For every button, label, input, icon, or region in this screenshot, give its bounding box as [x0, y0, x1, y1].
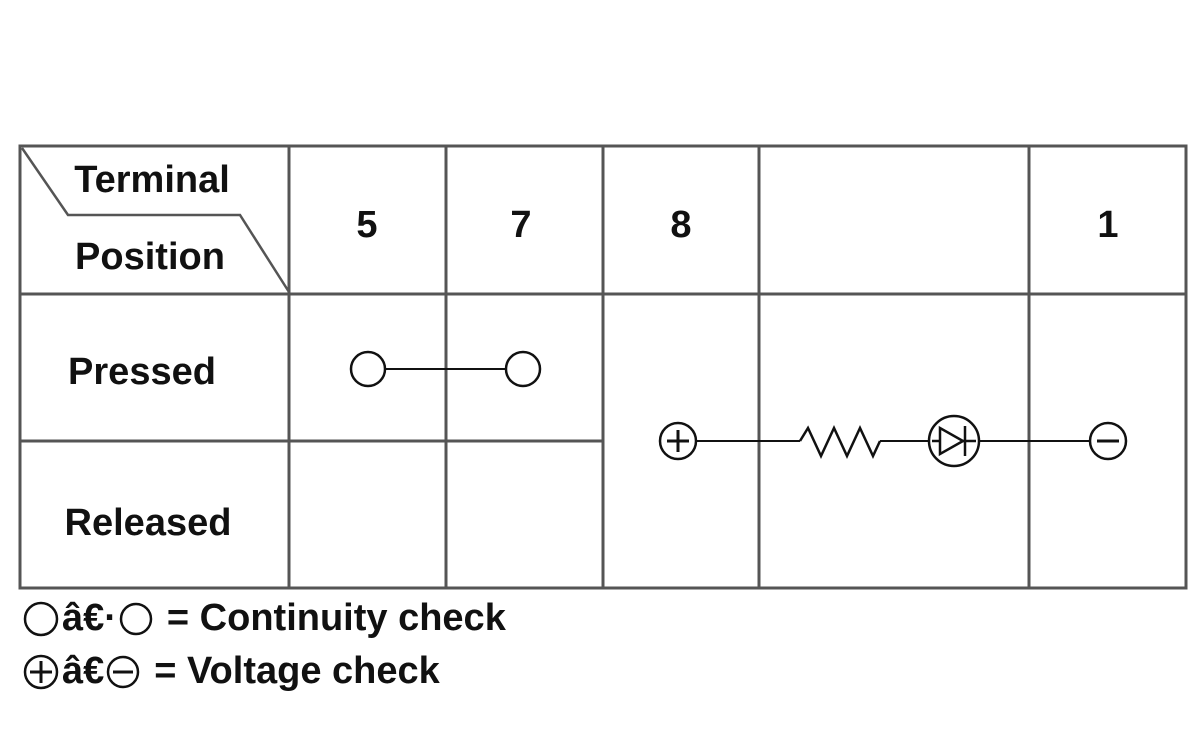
continuity-circle-7-icon: [504, 350, 542, 388]
continuity-connection: [349, 350, 542, 388]
terminal-table: Terminal Position 5 7 8 1 Pressed Releas…: [18, 144, 1188, 590]
row-label-released: Released: [65, 502, 232, 544]
header-terminal-label: Terminal: [74, 159, 230, 201]
terminal-label-1: 1: [1097, 204, 1118, 246]
plus-terminal-icon: [658, 421, 698, 461]
continuity-circle-5-icon: [349, 350, 387, 388]
led-icon: [927, 414, 981, 468]
continuity-open-circle-icon: [23, 601, 59, 636]
legend-voltage-glyphs: â€: [62, 650, 105, 692]
legend-continuity-text: = Continuity check: [166, 597, 506, 639]
table-grid: [18, 144, 1188, 590]
row-label-pressed: Pressed: [68, 351, 216, 393]
terminal-label-5: 5: [356, 204, 377, 246]
legend-voltage: â€ = Voltage check: [22, 650, 440, 693]
legend-continuity: â€· = Continuity check: [22, 597, 506, 640]
voltage-circuit: [658, 414, 1128, 468]
header-position-label: Position: [75, 236, 225, 278]
voltage-minus-icon: [107, 655, 140, 688]
continuity-closing-circle-icon: [119, 602, 153, 635]
voltage-plus-icon: [23, 654, 59, 689]
legend-continuity-glyphs: â€·: [62, 597, 117, 639]
terminal-label-8: 8: [670, 204, 691, 246]
resistor-icon: [798, 425, 882, 459]
minus-terminal-icon: [1088, 421, 1128, 461]
legend-voltage-text: = Voltage check: [154, 650, 440, 692]
terminal-label-7: 7: [510, 204, 531, 246]
header-diagonal: [20, 147, 291, 293]
